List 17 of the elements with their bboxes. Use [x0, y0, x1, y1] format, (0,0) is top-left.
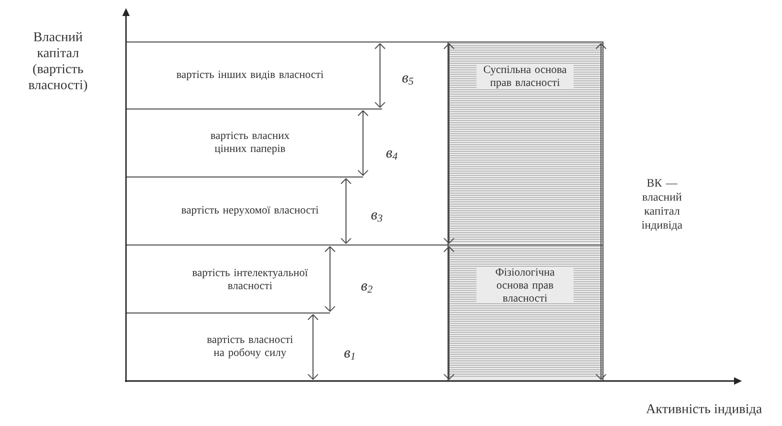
band-label: вартість нерухомої власності [182, 206, 318, 216]
segment-label: в$_{5}$ [402, 75, 414, 85]
segment-label: в$_{2}$ [361, 283, 372, 293]
band-label: вартість інших видів власності [176, 70, 324, 80]
band-label: вартість власних цінних паперів [210, 132, 290, 154]
segment-label: в$_{1}$ [344, 350, 354, 360]
shaded-box: Фізіологічна основа прав власності [448, 244, 604, 382]
segment-label: в$_{3}$ [371, 212, 382, 222]
shaded-box: Суспільна основа прав власності [448, 42, 604, 246]
axis-title: Власний капітал (вартість власності) [28, 32, 88, 92]
band-label: вартість інтелектуальної власності [192, 268, 308, 290]
axis-title: Активність індивіда [646, 404, 762, 416]
node-label: Суспільна основа прав власності [484, 66, 567, 88]
node-label: Фізіологічна основа прав власності [496, 268, 555, 302]
annotation: ВК — власний капітал індивіда [642, 179, 682, 231]
segment-label: в$_{4}$ [386, 150, 398, 160]
band-label: вартість власності на робочу силу [207, 336, 293, 358]
